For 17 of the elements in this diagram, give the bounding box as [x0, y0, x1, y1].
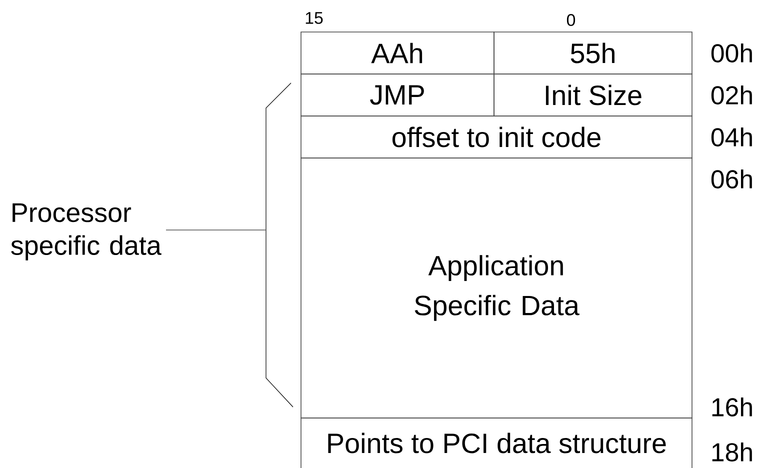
bracket: [266, 82, 294, 408]
bit-number: 15: [306, 12, 323, 24]
table-cell: Application Specific Data: [300, 158, 692, 418]
table-cell: AAh: [300, 32, 494, 74]
table-cell: JMP: [300, 74, 494, 116]
table-cell: 55h: [494, 32, 692, 74]
offset-label: 02h: [711, 85, 752, 104]
table-cell: Init Size: [494, 74, 692, 116]
offset-label: 04h: [711, 127, 752, 146]
bit-number: 0: [566, 14, 576, 26]
offset-label: 06h: [711, 169, 752, 188]
offset-label: 16h: [712, 397, 752, 416]
table-cell: Points to PCI data structure: [300, 418, 692, 468]
offset-label: 18h: [712, 442, 752, 462]
table-cell: offset to init code: [300, 116, 692, 158]
offset-label: 00h: [711, 43, 752, 62]
callout-text: Processor specific data: [11, 203, 162, 260]
